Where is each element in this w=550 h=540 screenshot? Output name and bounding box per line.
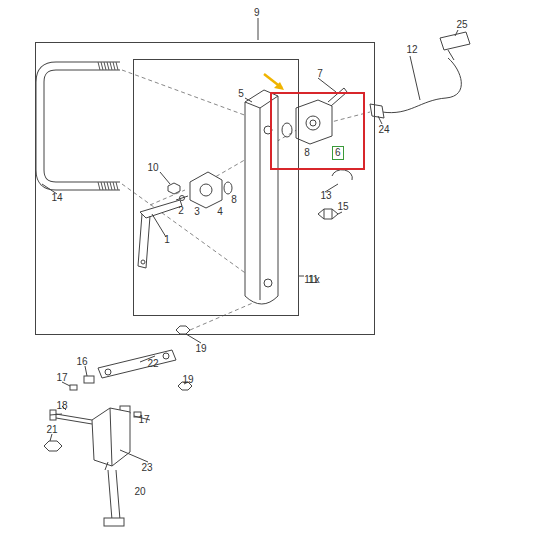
callout-number: 19 <box>182 374 193 386</box>
callout-number: 8 <box>231 194 237 206</box>
callout-number: 10 <box>147 162 158 174</box>
highlight-box: 6 <box>270 92 365 170</box>
callout-number: 1 <box>164 234 170 246</box>
callout-number: 13 <box>320 190 331 202</box>
callout-number: 17 <box>56 372 67 384</box>
thread-stroke <box>98 62 100 70</box>
callout-number: 18 <box>56 400 67 412</box>
callout-number: 23 <box>141 462 152 474</box>
callout-number: 11x <box>304 274 319 286</box>
callout-number: 15 <box>337 201 348 213</box>
thread-stroke <box>104 62 106 70</box>
thread-stroke <box>110 182 112 190</box>
thread-stroke <box>107 62 109 70</box>
assembly-frame: 11 <box>133 59 299 316</box>
callout-number: 4 <box>217 206 223 218</box>
callout-number: 2 <box>178 205 184 217</box>
callout-number: 22 <box>147 358 158 370</box>
callout-number: 21 <box>46 424 57 436</box>
callout-number: 24 <box>378 124 389 136</box>
thread-stroke <box>104 182 106 190</box>
thread-stroke <box>116 62 118 70</box>
callout-number: 17 <box>138 414 149 426</box>
callout-number: 8 <box>304 147 310 159</box>
callout-number: 3 <box>194 206 200 218</box>
callout-number: 7 <box>317 68 323 80</box>
thread-stroke <box>110 62 112 70</box>
thread-stroke <box>107 182 109 190</box>
callout-number: 12 <box>406 44 417 56</box>
thread-stroke <box>113 62 115 70</box>
callout-number: 6 <box>332 146 344 160</box>
callout-number: 9 <box>254 7 260 19</box>
callout-number: 5 <box>238 88 244 100</box>
thread-stroke <box>101 62 103 70</box>
thread-stroke <box>101 182 103 190</box>
callout-number: 20 <box>134 486 145 498</box>
callout-number: 14 <box>51 192 62 204</box>
thread-stroke <box>98 182 100 190</box>
callout-number: 19 <box>195 343 206 355</box>
callout-number: 16 <box>76 356 87 368</box>
callout-number: 25 <box>456 19 467 31</box>
assembly-frame: 911 <box>35 42 375 335</box>
thread-stroke <box>113 182 115 190</box>
thread-stroke <box>116 182 118 190</box>
